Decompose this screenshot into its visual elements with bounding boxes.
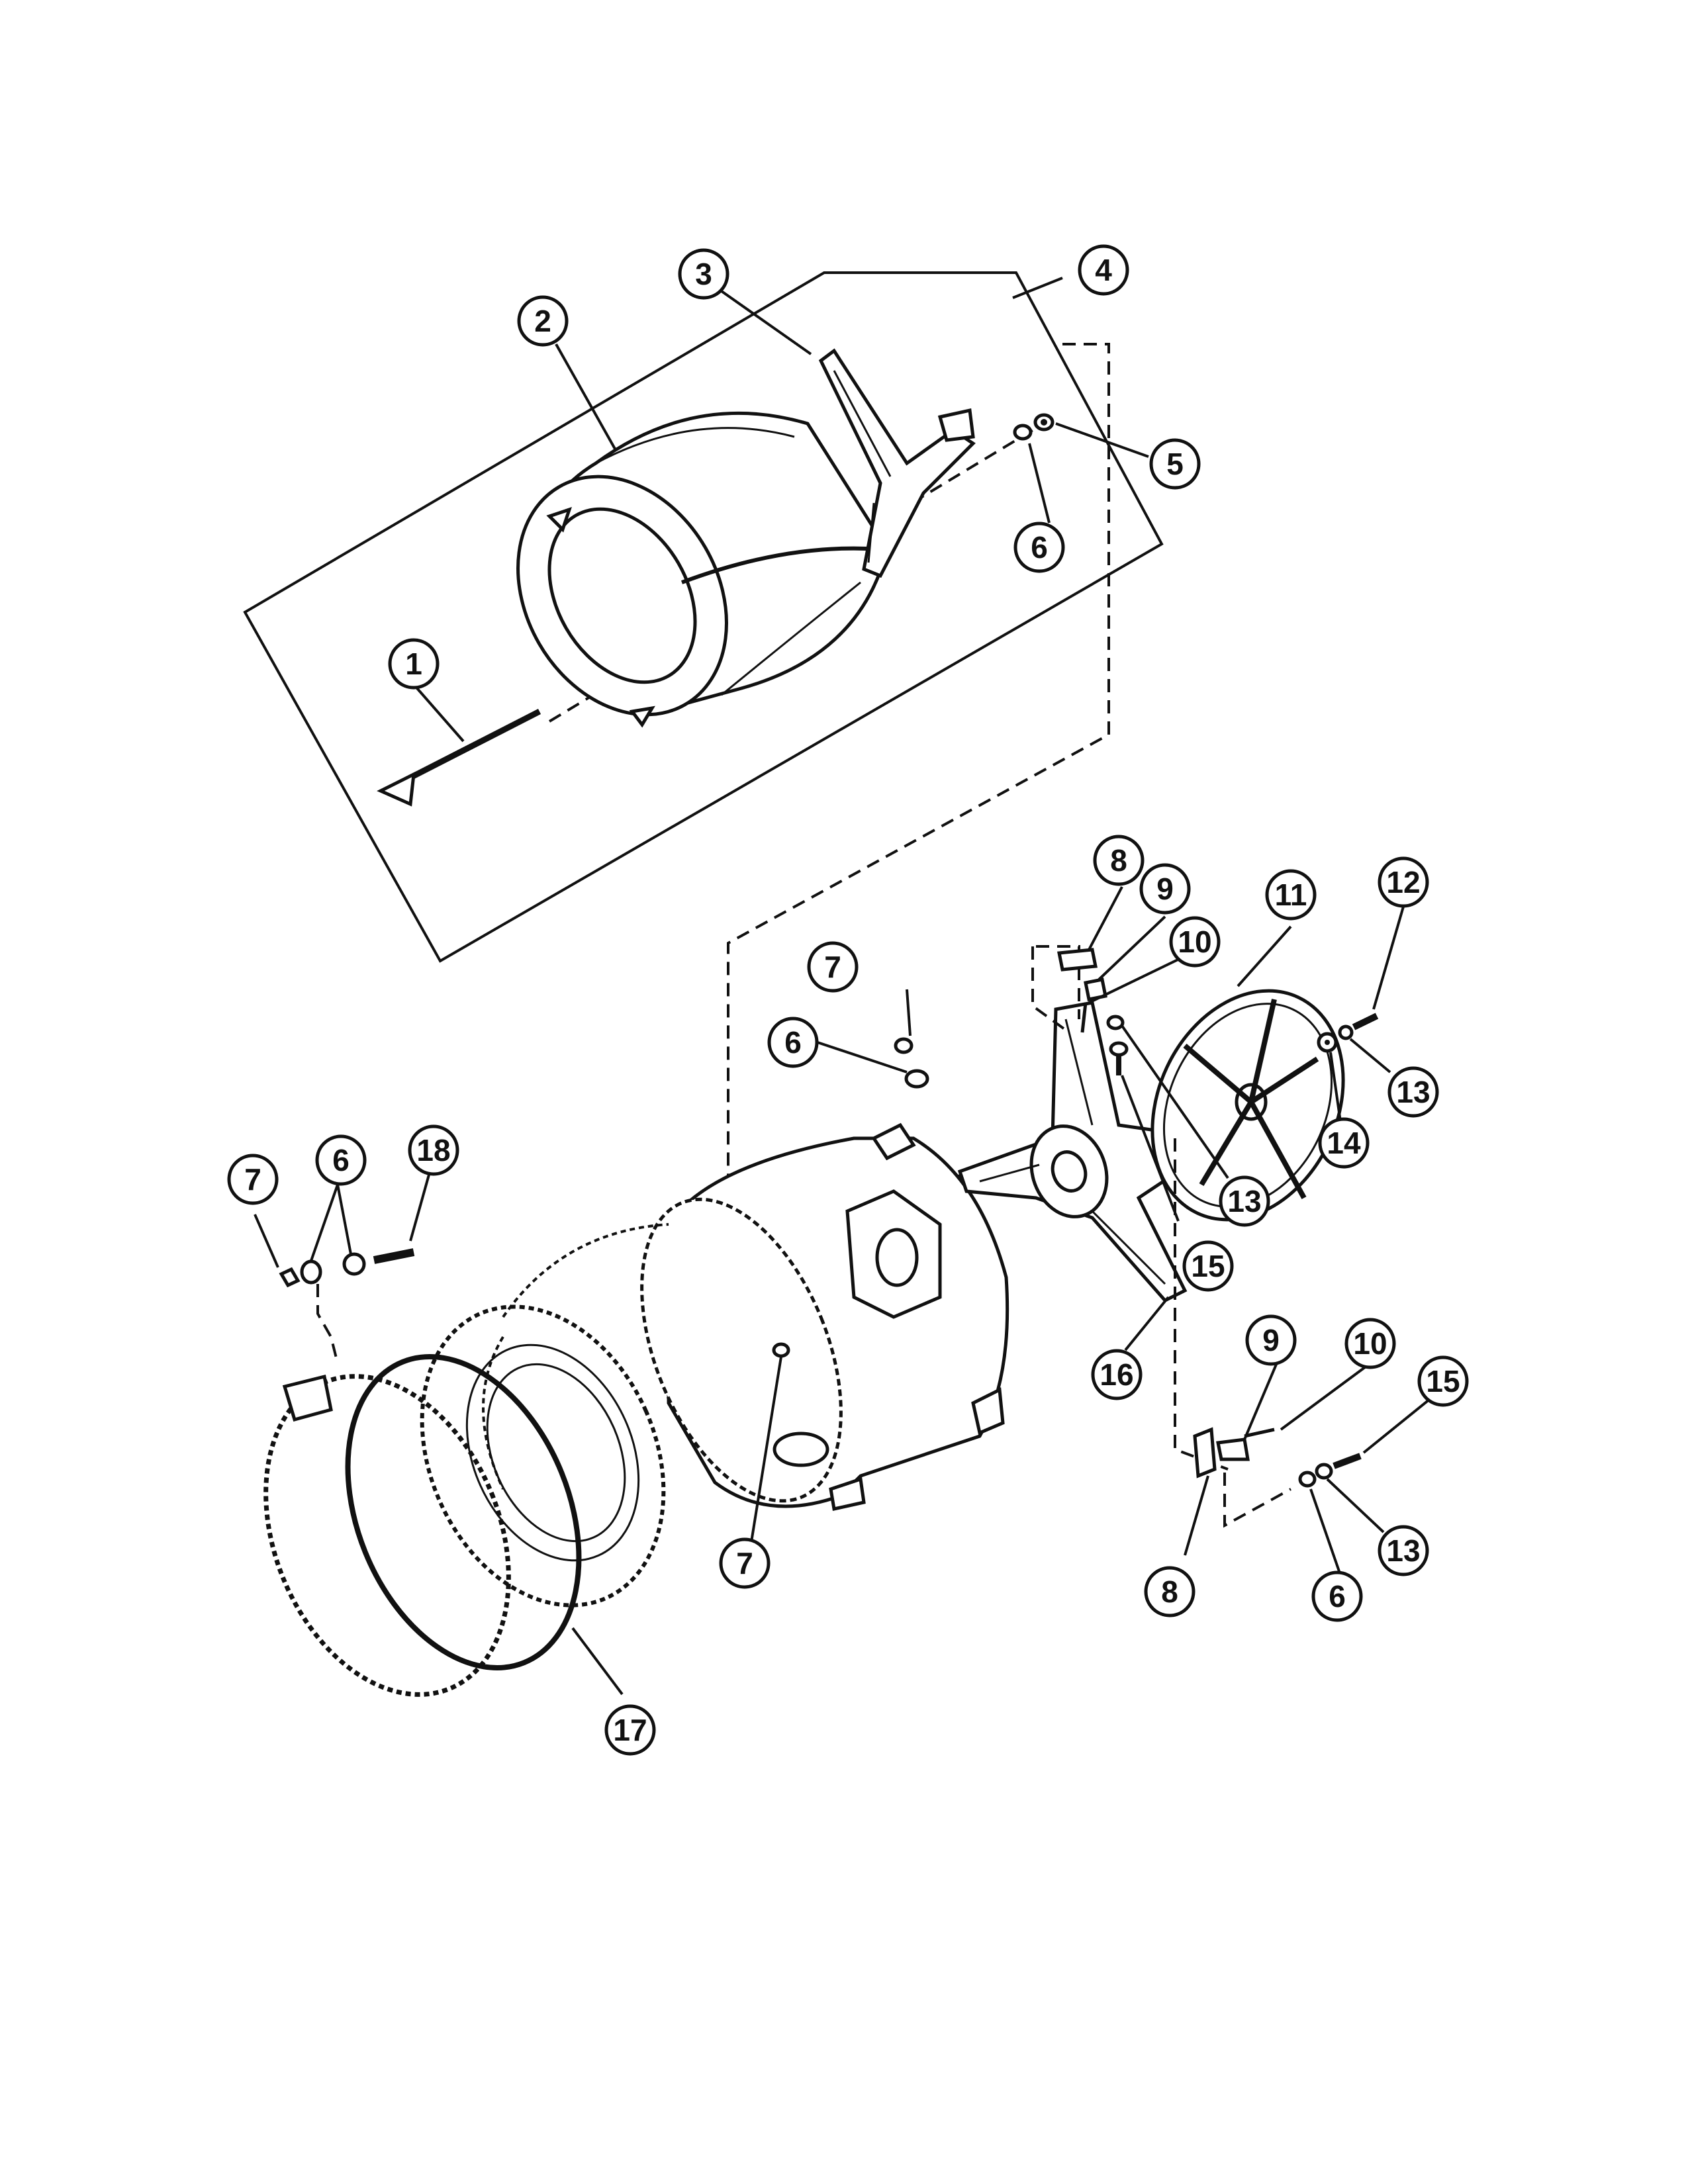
callout-13-upper-screw: 13	[1219, 1175, 1270, 1227]
svg-text:6: 6	[332, 1143, 350, 1177]
callout-7-clamp: 7	[227, 1154, 279, 1205]
svg-text:16: 16	[1100, 1357, 1133, 1392]
svg-text:6: 6	[1329, 1579, 1346, 1614]
svg-text:8: 8	[1161, 1574, 1178, 1609]
callout-1: 1	[388, 638, 440, 690]
svg-text:11: 11	[1275, 878, 1307, 912]
svg-text:13: 13	[1396, 1075, 1430, 1109]
svg-text:15: 15	[1191, 1249, 1225, 1283]
svg-text:18: 18	[416, 1133, 450, 1167]
callout-7-tub-front: 7	[719, 1537, 771, 1589]
svg-text:14: 14	[1327, 1126, 1361, 1160]
basket-spider	[818, 348, 976, 578]
callout-6-tub-top: 6	[767, 1017, 819, 1068]
svg-text:7: 7	[736, 1546, 753, 1580]
svg-text:4: 4	[1095, 253, 1112, 287]
rod-part	[377, 708, 541, 807]
pulley-bolt-set	[1317, 1013, 1379, 1053]
front-panel	[420, 1304, 666, 1608]
callout-6-lower: 6	[1311, 1570, 1363, 1622]
callout-6-clamp: 6	[315, 1134, 367, 1186]
callout-9-lower: 9	[1245, 1314, 1297, 1366]
clamp-hardware	[279, 1248, 415, 1364]
tub-ghost-body	[482, 1223, 669, 1490]
rear-bearing-spider	[957, 1001, 1188, 1303]
callout-13-lower: 13	[1378, 1525, 1429, 1576]
svg-text:9: 9	[1156, 872, 1174, 906]
leader-lines	[254, 277, 1434, 1696]
perforated-basket	[516, 411, 889, 728]
svg-text:9: 9	[1262, 1323, 1280, 1357]
kit-frame	[243, 271, 1164, 963]
upper-nut-washer	[1013, 413, 1055, 441]
callout-15-upper: 15	[1182, 1240, 1234, 1292]
callout-9-upper: 9	[1139, 863, 1191, 915]
svg-text:10: 10	[1178, 925, 1211, 959]
callout-8-upper: 8	[1093, 835, 1145, 886]
svg-text:12: 12	[1386, 865, 1420, 899]
svg-text:5: 5	[1166, 447, 1184, 481]
callout-8-lower: 8	[1144, 1566, 1196, 1617]
svg-text:2: 2	[534, 304, 551, 338]
callout-15-lower: 15	[1417, 1355, 1469, 1407]
callout-4: 4	[1078, 244, 1129, 296]
svg-text:1: 1	[405, 647, 422, 681]
outer-tub	[640, 1122, 1009, 1512]
callout-14: 14	[1318, 1117, 1370, 1169]
tub-top-fasteners	[772, 1037, 929, 1358]
callout-12: 12	[1378, 856, 1429, 908]
callout-16: 16	[1091, 1349, 1143, 1400]
callout-11: 11	[1265, 869, 1317, 921]
callout-17: 17	[604, 1704, 656, 1756]
svg-text:7: 7	[244, 1162, 261, 1197]
callout-18: 18	[408, 1124, 459, 1176]
svg-text:6: 6	[1031, 530, 1048, 565]
svg-text:15: 15	[1426, 1364, 1460, 1398]
callout-3: 3	[678, 248, 729, 300]
door-gasket-ring	[263, 1354, 582, 1697]
svg-text:8: 8	[1110, 843, 1127, 878]
svg-text:17: 17	[613, 1713, 647, 1747]
svg-text:6: 6	[784, 1025, 802, 1060]
callout-7-tub-top: 7	[807, 941, 859, 993]
callout-13-pulley: 13	[1387, 1066, 1439, 1118]
callout-6-upper: 6	[1013, 522, 1065, 573]
svg-text:13: 13	[1227, 1184, 1261, 1218]
upper-screw	[1106, 1015, 1129, 1075]
svg-text:10: 10	[1353, 1326, 1387, 1361]
svg-text:3: 3	[695, 257, 712, 291]
lower-bracket	[1174, 1138, 1362, 1528]
svg-text:13: 13	[1386, 1533, 1420, 1568]
svg-text:7: 7	[824, 950, 841, 984]
callout-10-lower: 10	[1344, 1318, 1396, 1369]
upper-bracket	[1031, 945, 1107, 1034]
callout-2: 2	[517, 295, 569, 347]
callout-10-upper: 10	[1169, 916, 1221, 968]
callout-5: 5	[1149, 438, 1201, 490]
